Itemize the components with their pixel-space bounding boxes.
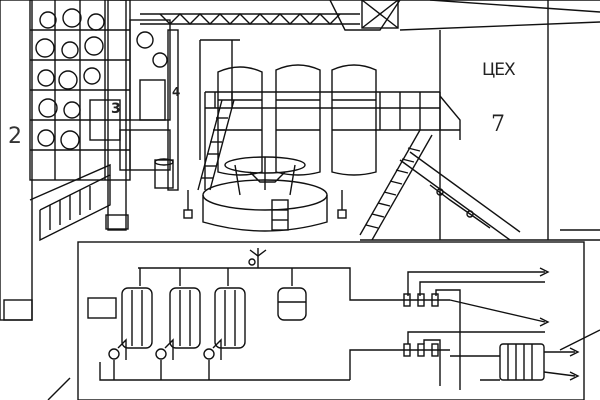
filter-cartridge-2 (169, 287, 201, 349)
left-stairs (197, 99, 235, 191)
roof-truss (120, 0, 600, 31)
schematic-panel (77, 241, 585, 400)
shop-label: ЦЕХ (482, 60, 516, 80)
column-number-4: 4 (172, 85, 181, 99)
tank-2 (275, 64, 321, 176)
column-number-2: 2 (8, 124, 22, 149)
columns (0, 0, 179, 321)
storage-tanks (217, 64, 377, 176)
shop-number: 7 (491, 112, 505, 137)
filter-cartridge-1 (121, 287, 153, 349)
pumps (99, 338, 350, 381)
tank-3 (331, 64, 377, 176)
valve-bank-upper (398, 271, 546, 390)
filter-cartridge-3 (214, 287, 246, 349)
reactor-base (183, 156, 347, 232)
conveyor-bench (29, 129, 174, 242)
small-vessel (277, 287, 307, 321)
valve-bank-lower (398, 331, 545, 386)
heat-exchanger (480, 343, 576, 381)
building-walls (199, 0, 600, 241)
floor-lines (47, 329, 600, 400)
right-stairs (359, 129, 521, 241)
column-number-3: 3 (111, 101, 121, 117)
left-machinery-rack (29, 0, 171, 181)
walkway-railing (204, 91, 461, 190)
